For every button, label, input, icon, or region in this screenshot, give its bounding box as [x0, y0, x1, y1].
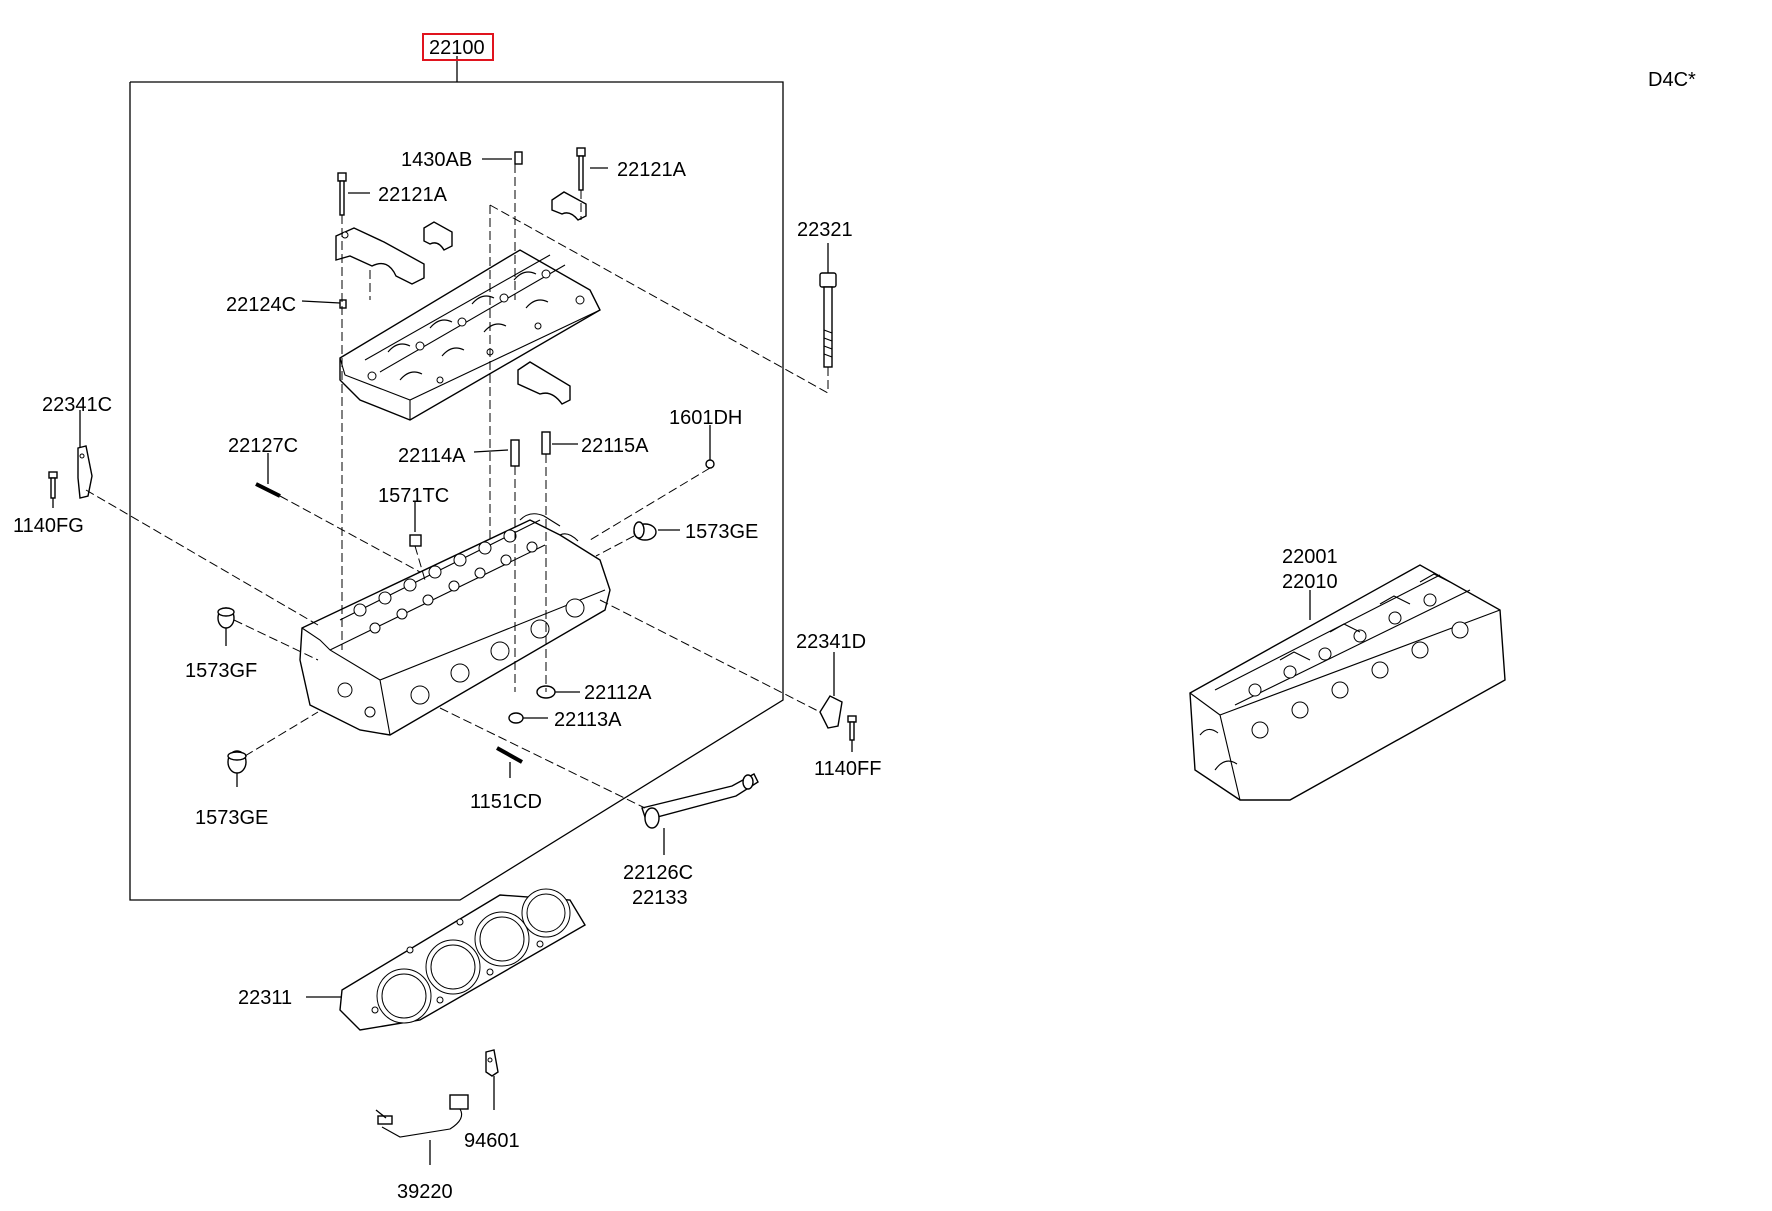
part-label-1140FF[interactable]: 1140FF [814, 758, 881, 780]
part-label-22321[interactable]: 22321 [797, 219, 853, 241]
pin-22115A [541, 431, 551, 455]
part-label-22010[interactable]: 22010 [1282, 571, 1338, 593]
ball-1601DH [705, 459, 715, 469]
cylinder-head-assembly [1189, 564, 1506, 801]
head-bolt-22321 [819, 272, 837, 368]
pin-22114A [510, 439, 520, 467]
part-label-22311[interactable]: 22311 [238, 987, 292, 1009]
part-label-22341D[interactable]: 22341D [796, 631, 866, 653]
nut-1571TC [409, 534, 422, 547]
head-gasket [339, 888, 586, 1031]
part-label-1573GE-right[interactable]: 1573GE [685, 521, 758, 543]
bearing-cap-2 [423, 221, 453, 251]
bracket-22341D [819, 695, 843, 729]
part-label-22126C[interactable]: 22126C [623, 862, 693, 884]
bolt-22121A-left [337, 172, 347, 216]
alignment-lines [85, 164, 829, 809]
part-label-22100[interactable]: 22100 [422, 33, 494, 61]
part-label-39220[interactable]: 39220 [397, 1181, 453, 1203]
dowel-1430AB [514, 151, 523, 165]
part-label-1571TC[interactable]: 1571TC [378, 485, 449, 507]
part-label-1140FG[interactable]: 1140FG [13, 515, 84, 537]
part-label-1573GF[interactable]: 1573GF [185, 660, 257, 682]
part-label-1573GE-left[interactable]: 1573GE [195, 807, 268, 829]
bracket-22341C [77, 445, 93, 499]
bracket-94601 [485, 1049, 499, 1077]
part-label-22121A-right[interactable]: 22121A [617, 159, 687, 181]
part-label-22112A[interactable]: 22112A [584, 682, 652, 704]
assembly-bracket [129, 56, 784, 901]
part-label-22114A[interactable]: 22114A [398, 445, 466, 467]
part-label-22113A[interactable]: 22113A [554, 709, 622, 731]
highlight-box [422, 33, 494, 61]
plug-1573GE-left [227, 750, 247, 774]
temp-sensor-39220 [375, 1094, 469, 1138]
part-label-22121A-left[interactable]: 22121A [378, 184, 448, 206]
part-label-22115A[interactable]: 22115A [581, 435, 649, 457]
part-label-22133[interactable]: 22133 [632, 887, 688, 909]
bolt-22121A-right [576, 147, 586, 191]
seal-22113A [508, 712, 524, 724]
part-label-1151CD[interactable]: 1151CD [470, 791, 542, 813]
part-label-1601DH[interactable]: 1601DH [669, 407, 742, 429]
bolt-1140FF [847, 715, 857, 741]
pipe-22126C [641, 773, 759, 829]
bearing-cap-3 [551, 191, 587, 221]
svg-text:22100: 22100 [429, 37, 485, 59]
leader-lines [52, 158, 1311, 1165]
dowel-22124C [339, 299, 347, 309]
part-label-22341C[interactable]: 22341C [42, 394, 112, 416]
part-label-22127C[interactable]: 22127C [228, 435, 298, 457]
part-label-22124C[interactable]: 22124C [226, 294, 296, 316]
part-label-22001[interactable]: 22001 [1282, 546, 1338, 568]
bearing-cap-4 [517, 361, 571, 405]
stud-1151CD [496, 746, 523, 764]
stud-22127C [255, 482, 281, 498]
part-label-94601[interactable]: 94601 [464, 1130, 520, 1152]
bolt-1140FG [48, 471, 58, 499]
bearing-cap-1 [335, 227, 425, 285]
engine-code: D4C* [1648, 69, 1696, 91]
cylinder-head [299, 513, 611, 736]
part-label-1430AB[interactable]: 1430AB [401, 149, 472, 171]
plug-1573GF [217, 607, 235, 629]
plug-1573GE-right [633, 521, 657, 541]
